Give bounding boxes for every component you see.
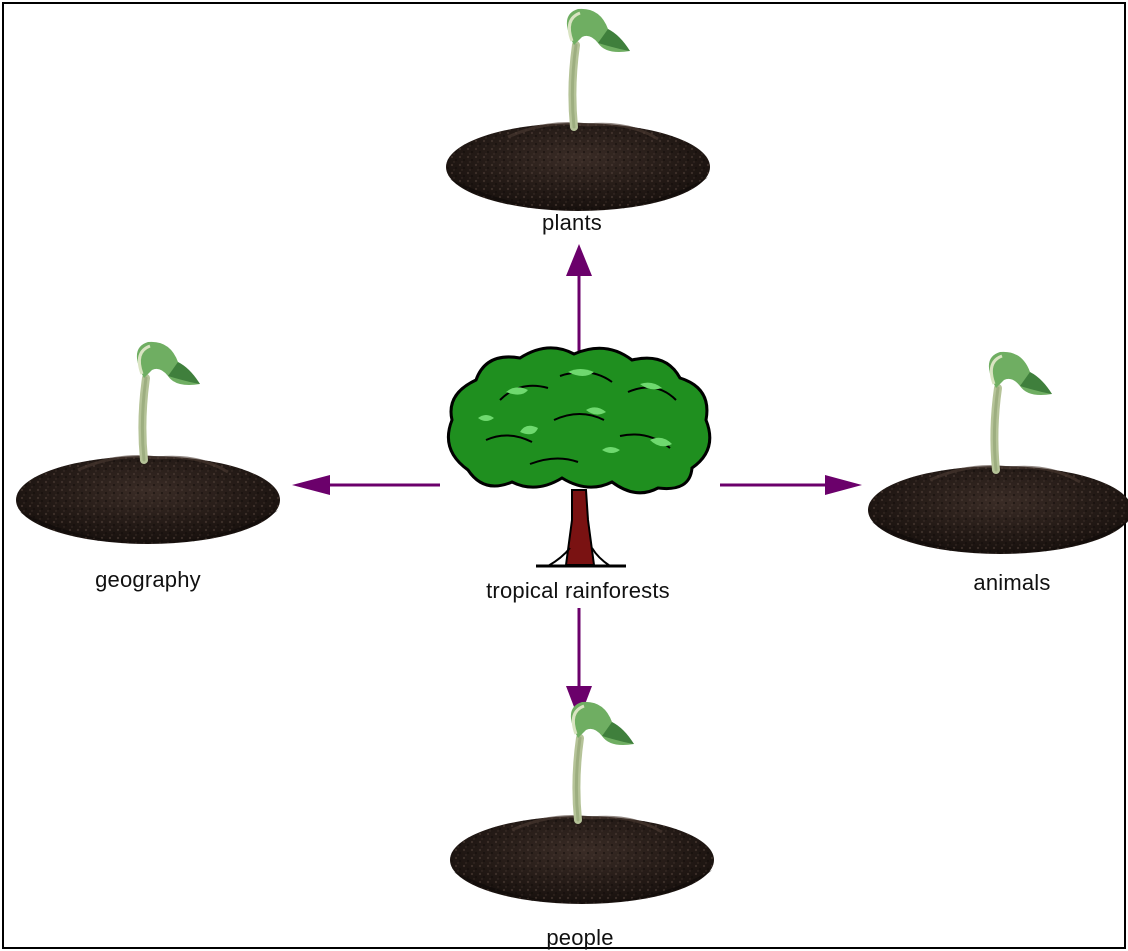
seedling-icon-animals [868,352,1128,554]
label-animals: animals [973,570,1050,596]
tree-icon [448,348,709,566]
arrow-to-plants [566,244,592,355]
label-center-tropical-rainforests: tropical rainforests [486,578,670,604]
seedling-icon-people [450,702,714,904]
label-people: people [546,925,613,951]
seedling-icon-geography [16,342,280,544]
label-geography: geography [95,567,201,593]
arrow-to-animals [720,475,862,495]
arrow-to-geography [292,475,440,495]
seedling-icon-plants [446,9,710,211]
label-plants: plants [542,210,602,236]
